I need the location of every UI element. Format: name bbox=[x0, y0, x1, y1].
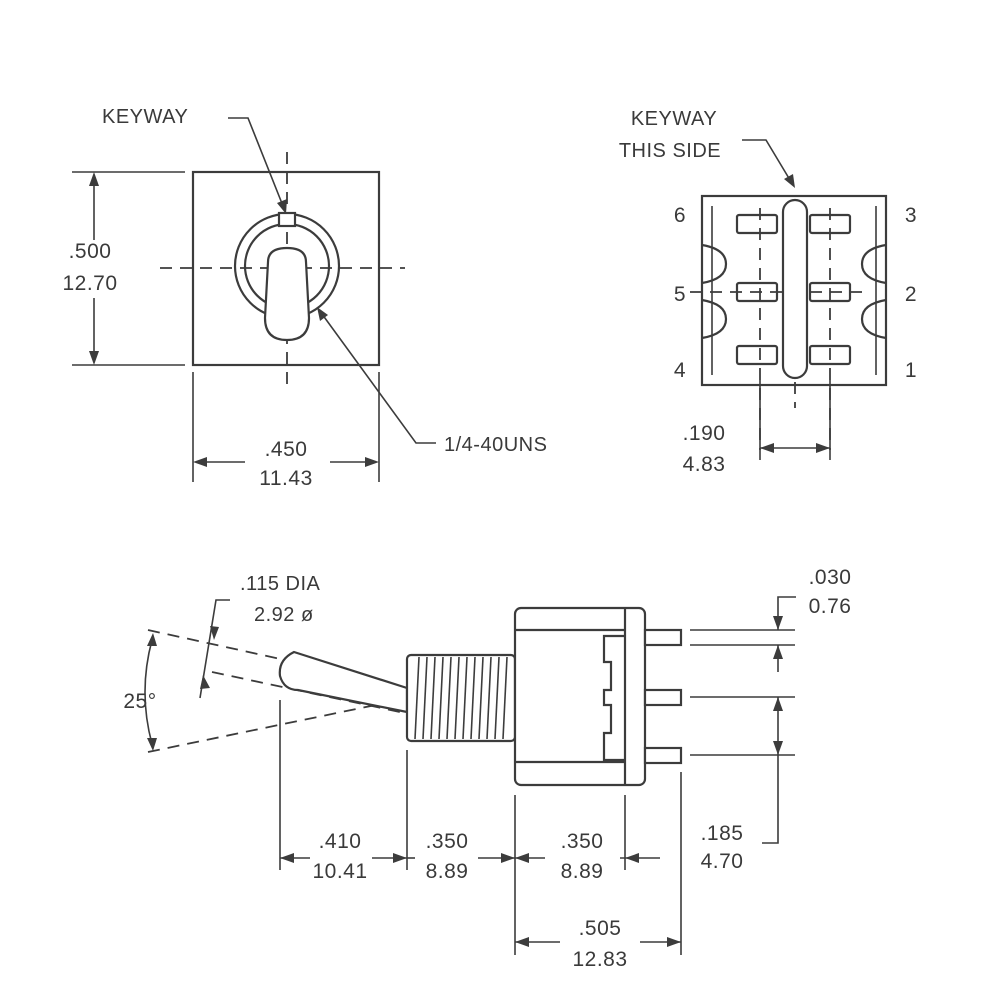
dim-overall-inch: .505 bbox=[579, 917, 622, 940]
thread-label: 1/4-40UNS bbox=[444, 434, 547, 456]
pin-number-1: 1 bbox=[905, 359, 917, 382]
case-internal-profile bbox=[602, 634, 625, 762]
rear-keyway-label-line1: KEYWAY bbox=[631, 108, 717, 130]
dim-terminal-thickness: .030 0.76 bbox=[690, 566, 851, 672]
side-terminal-top bbox=[643, 628, 683, 647]
front-view-body bbox=[191, 170, 381, 367]
pin-number-2: 2 bbox=[905, 283, 917, 306]
rear-right-notches bbox=[860, 243, 887, 340]
front-width-mm: 11.43 bbox=[259, 467, 313, 490]
keyway-slot bbox=[781, 198, 809, 380]
rear-spacing-inch: .190 bbox=[683, 422, 726, 445]
angle-label: 25° bbox=[123, 690, 156, 713]
dim-overall-depth: .505 12.83 bbox=[515, 917, 681, 971]
rear-left-notches bbox=[701, 243, 728, 340]
terminal-4 bbox=[735, 344, 779, 366]
side-view: 25° .115 DIA 2.92 ø .410 10.41 bbox=[123, 566, 851, 971]
angle-dimension: 25° bbox=[123, 633, 157, 751]
dim-pitch-mm: 4.70 bbox=[701, 850, 744, 873]
pin-number-5: 5 bbox=[674, 283, 686, 306]
dim-lever-length: .410 10.41 bbox=[280, 830, 407, 883]
side-terminal-bottom bbox=[643, 746, 683, 765]
dim-lever-inch: .410 bbox=[319, 830, 362, 853]
dim-case-inch: .350 bbox=[561, 830, 604, 853]
dim-overall-mm: 12.83 bbox=[572, 948, 627, 971]
dim-bushing-mm: 8.89 bbox=[426, 860, 469, 883]
bushing-threads bbox=[414, 656, 508, 740]
keyway-notch bbox=[277, 211, 297, 228]
rear-view-body bbox=[700, 194, 888, 387]
front-height-dimension: .500 12.70 bbox=[62, 172, 117, 365]
dim-case-mm: 8.89 bbox=[561, 860, 604, 883]
front-height-mm: 12.70 bbox=[62, 272, 117, 295]
front-width-dimension: .450 11.43 bbox=[193, 438, 379, 490]
thread-leader: 1/4-40UNS bbox=[317, 307, 547, 456]
terminal-6 bbox=[735, 213, 779, 235]
keyway-leader: KEYWAY bbox=[102, 106, 287, 214]
dim-thickness-mm: 0.76 bbox=[809, 595, 852, 618]
rear-keyway-label-line2: THIS SIDE bbox=[619, 140, 721, 162]
front-keyway-label: KEYWAY bbox=[102, 106, 188, 128]
front-width-inch: .450 bbox=[265, 438, 308, 461]
keyway-this-side-leader: KEYWAY THIS SIDE bbox=[619, 108, 795, 188]
rear-spacing-mm: 4.83 bbox=[683, 453, 726, 476]
dia-label-line1: .115 DIA bbox=[240, 573, 320, 595]
dim-pitch-inch: .185 bbox=[701, 822, 744, 845]
pin-number-6: 6 bbox=[674, 204, 686, 227]
dim-lever-mm: 10.41 bbox=[312, 860, 367, 883]
dia-label-line2: 2.92 ø bbox=[254, 604, 314, 626]
toggle-lever-front bbox=[263, 246, 311, 342]
diameter-dimension: .115 DIA 2.92 ø bbox=[199, 573, 320, 699]
pin-number-3: 3 bbox=[905, 204, 917, 227]
rear-view: 6 5 4 3 2 1 KEYWAY THIS SIDE .190 4.83 bbox=[619, 108, 917, 476]
dim-bushing-inch: .350 bbox=[426, 830, 469, 853]
pin-number-4: 4 bbox=[674, 359, 686, 382]
dim-bushing-length: .350 8.89 bbox=[407, 830, 515, 883]
front-view: .500 12.70 .450 11.43 KEYWAY 1/4-40UNS bbox=[62, 106, 547, 490]
side-terminal-mid bbox=[643, 688, 683, 707]
dim-case-length: .350 8.89 bbox=[515, 830, 660, 883]
front-height-inch: .500 bbox=[69, 240, 112, 263]
dim-terminal-pitch: .185 4.70 bbox=[690, 696, 795, 873]
toggle-lever-side bbox=[278, 650, 409, 714]
rear-spacing-dimension: .190 4.83 bbox=[683, 380, 831, 476]
dim-thickness-inch: .030 bbox=[809, 566, 852, 589]
